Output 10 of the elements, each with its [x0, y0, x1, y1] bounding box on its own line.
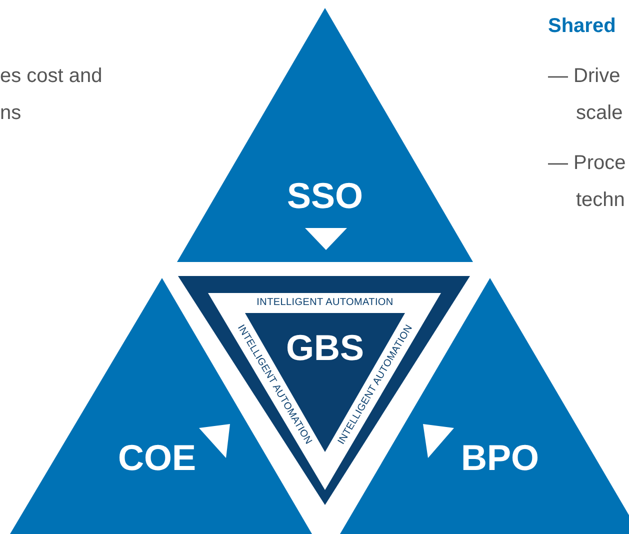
body-text: es cost and ns [0, 64, 104, 126]
band-label: INTELLIGENT AUTOMATION [256, 298, 394, 308]
block-label: SSO [286, 178, 364, 214]
body-text: — Proce techn [548, 151, 627, 213]
block-label: COE [118, 440, 196, 476]
block-label: BPO [461, 440, 539, 476]
heading-text: Shared [548, 14, 617, 39]
block-label: GBS [286, 330, 364, 366]
triangle-block [177, 8, 473, 262]
body-text: — Drive scale [548, 64, 624, 126]
